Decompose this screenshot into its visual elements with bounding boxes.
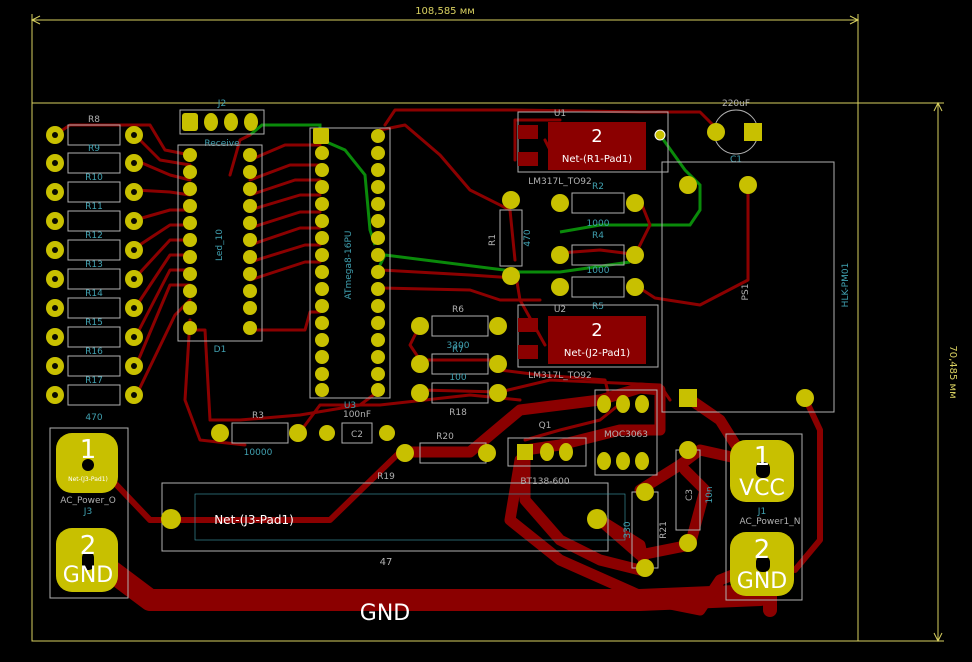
j3-value: AC_Power_O [60,496,116,506]
hlk-value: HLK-PM01 [841,263,851,308]
ref-r8: R8 [88,115,100,125]
j3-pin1-number: 1 [80,435,97,465]
ref-r3: R3 [252,411,264,421]
r20-resistor[interactable] [396,442,496,464]
j1-pin1-number: 1 [754,442,771,472]
ref-r11: R11 [85,202,103,212]
ref-d1: D1 [214,345,227,355]
ref-r7: R7 [452,345,464,355]
atmega-value: ATmega8-16PU [344,231,354,300]
ref-r5: R5 [592,302,604,312]
moc3063[interactable] [594,389,658,476]
r1-resistor[interactable] [499,191,523,285]
ref-r19: R19 [377,472,395,482]
ref-c2: C2 [351,430,363,440]
resistor-bank [67,124,121,406]
r4-value: 1000 [587,266,610,276]
ref-r6: R6 [452,305,464,315]
u2-regulator[interactable] [517,304,659,368]
c2-capacitor[interactable] [319,422,395,444]
ref-c3: C3 [685,489,695,501]
u2-value: LM317L_TO92 [528,371,592,381]
j3-pin2-number: 2 [80,531,97,561]
r19-big-resistor[interactable] [161,482,626,552]
c3-r21[interactable] [631,441,701,577]
d1-led-bar[interactable] [177,144,263,342]
board-outline [30,14,944,643]
ref-r1: R1 [488,234,498,246]
c1-capacitor[interactable] [707,109,762,155]
r6-r7-r18[interactable] [411,315,507,404]
cursor-marker [654,129,666,141]
r1-value: 470 [523,229,533,246]
ref-j1: J1 [757,507,766,517]
ref-r20: R20 [436,432,454,442]
r19-value: 47 [380,557,393,568]
net-r1-pad1: Net-(R1-Pad1) [562,154,632,165]
j1-pin2-net: GND [737,569,787,594]
j3-connector[interactable] [49,427,129,599]
c2-value: 100nF [343,410,371,420]
ref-u2: U2 [554,305,566,315]
u1-regulator[interactable] [517,111,669,173]
ref-r18: R18 [449,408,467,418]
u1-pad-number: 2 [591,126,602,147]
ref-r13: R13 [85,260,103,270]
j1-value: AC_Power1_N [740,517,801,527]
j2-value: Receive [204,139,240,149]
c3-value: 10n [705,486,715,503]
c1-value: 220uF [722,99,750,109]
ref-r2: R2 [592,182,604,192]
back-copper-tracks[interactable] [249,123,702,276]
height-dimension: 70,485 мм [947,345,958,398]
j1-pin1-net: VCC [739,476,785,501]
r2-value: 1000 [587,219,610,229]
q1-triac[interactable] [507,437,587,467]
u2-pad-number: 2 [591,320,602,341]
ref-r10: R10 [85,173,103,183]
ref-q1: Q1 [539,421,552,431]
r7-value: 100 [449,373,466,383]
j1-pin2-number: 2 [754,535,771,565]
net-j3-pad1: Net-(J3-Pad1) [214,513,294,527]
r3-resistor[interactable] [211,422,307,444]
q1-value: BT138-600 [520,477,570,487]
front-copper-tracks[interactable] [53,108,823,617]
ref-r12: R12 [85,231,103,241]
ref-u1: U1 [554,109,566,119]
j1-connector[interactable] [725,433,803,601]
ref-u3: U3 [344,401,356,411]
atmega-u3[interactable] [309,127,391,399]
j3-pin2-net: GND [63,563,113,588]
ref-j2: J2 [217,99,226,109]
ref-r21: R21 [659,521,669,539]
led-value: Led_10 [215,229,225,261]
j2-header[interactable] [179,109,265,135]
ps1-power-module[interactable] [661,161,835,413]
net-j2-pad1: Net-(J2-Pad1) [564,348,630,359]
ref-r14: R14 [85,289,103,299]
ref-r16: R16 [85,347,103,357]
moc-value: MOC3063 [604,430,648,440]
ref-ps1: PS1 [741,284,751,301]
net-gnd-track-label: GND [360,601,410,626]
r21-value: 330 [623,521,633,538]
r2-r4-r5[interactable] [551,192,644,298]
ref-r15: R15 [85,318,103,328]
width-dimension: 108,585 мм [415,6,475,17]
ref-j3: J3 [83,507,92,517]
r6-value: 3300 [447,341,470,351]
r3-value: 10000 [244,448,273,458]
ref-r17: R17 [85,376,103,386]
resistor-pad-holes [52,132,137,398]
ref-c1: C1 [730,155,742,165]
ref-r9: R9 [88,144,100,154]
u1-value: LM317L_TO92 [528,177,592,187]
ref-r4: R4 [592,231,604,241]
resistor-value-470: 470 [85,413,102,423]
j3-pin1-net: Net-(J3-Pad1) [68,476,108,483]
